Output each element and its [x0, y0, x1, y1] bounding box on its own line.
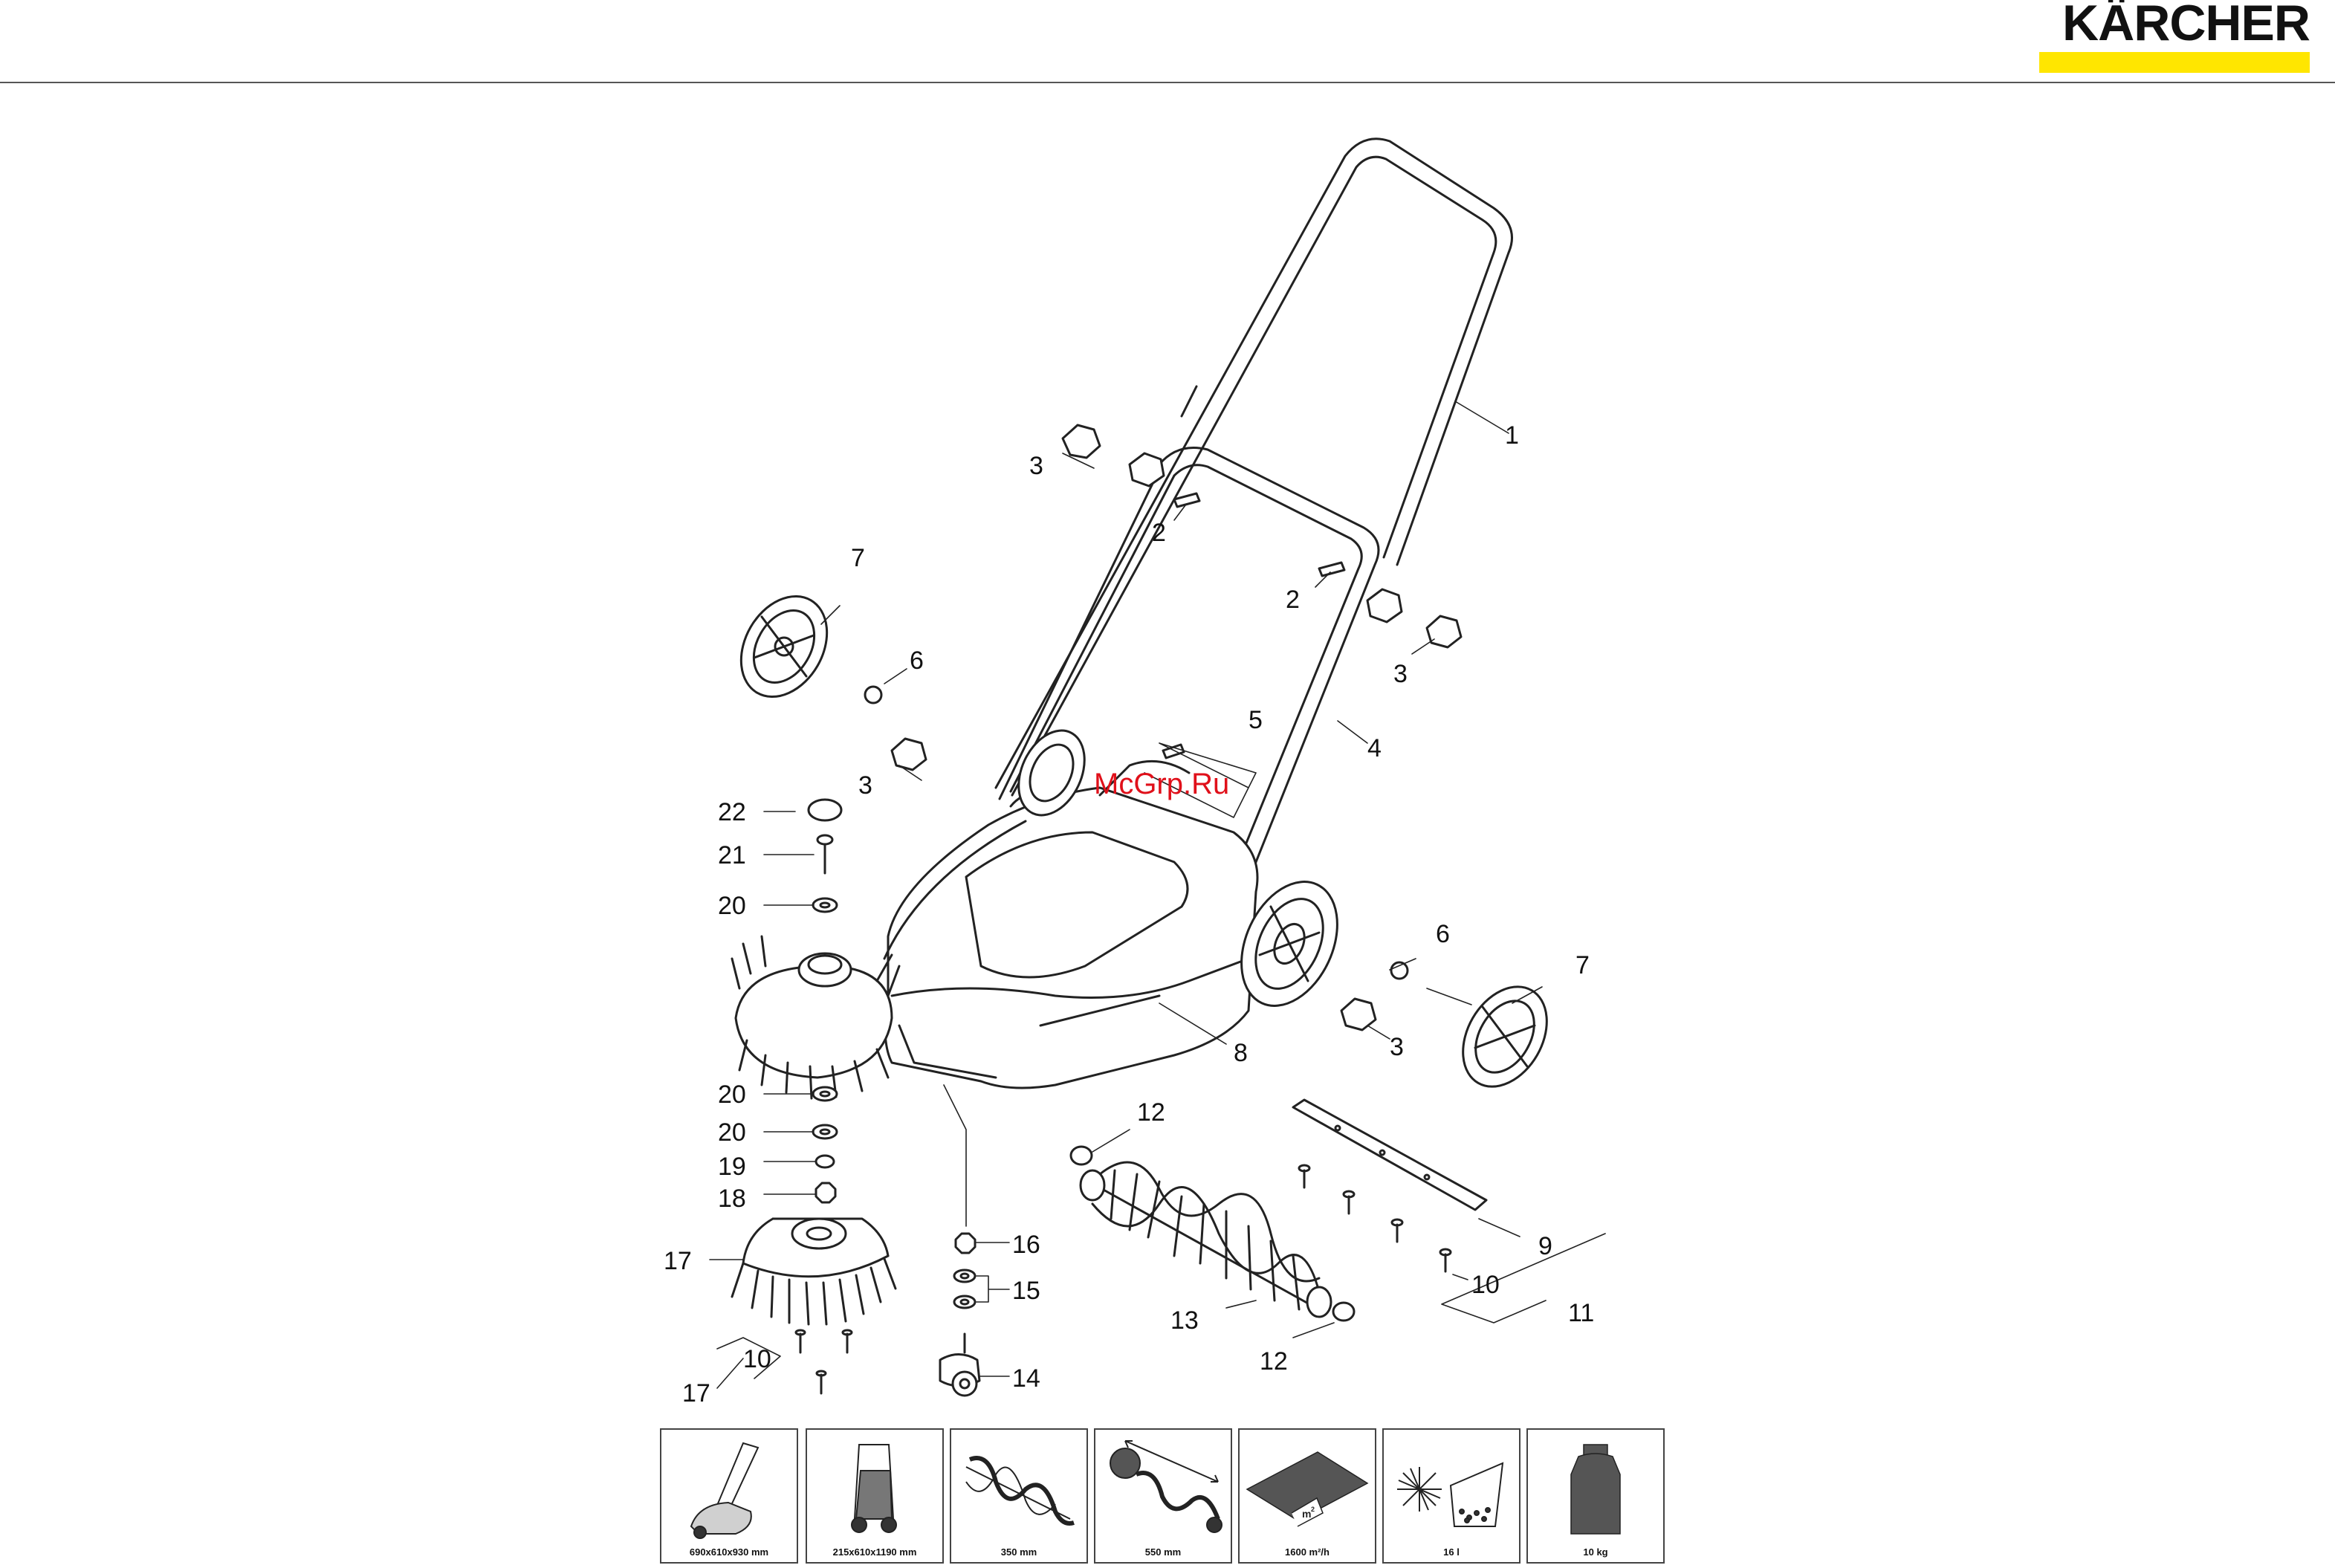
callout-6: 6 — [1436, 920, 1450, 948]
callout-7: 7 — [1575, 951, 1590, 979]
watermark: McGrp.Ru — [1094, 768, 1229, 800]
callout-20: 20 — [718, 892, 746, 920]
weight-icon — [1528, 1430, 1663, 1541]
roller-brush — [1081, 1162, 1331, 1317]
callout-4: 4 — [1367, 734, 1382, 762]
washer-icon — [1391, 962, 1408, 979]
callout-9: 9 — [1538, 1232, 1552, 1260]
svg-text:m: m — [1302, 1508, 1311, 1520]
sweeper-housing — [884, 761, 1257, 1088]
spec-sweeping-width: 550 mm — [1094, 1428, 1232, 1564]
spec-dimensions-working: 690x610x930 mm — [660, 1428, 798, 1564]
spec-label: 215x610x1190 mm — [807, 1546, 942, 1558]
callout-17: 17 — [664, 1247, 692, 1275]
washer-icon — [1071, 1147, 1092, 1164]
callout-6: 6 — [910, 647, 924, 675]
callout-2: 2 — [1152, 519, 1166, 547]
washer-icon — [1333, 1303, 1354, 1321]
spec-roller-length: 350 mm — [950, 1428, 1088, 1564]
spec-label: 690x610x930 mm — [661, 1546, 797, 1558]
callout-7: 7 — [851, 544, 865, 572]
caster-parts — [940, 1234, 979, 1396]
callout-22: 22 — [718, 798, 746, 826]
waste-container-icon — [1384, 1430, 1519, 1541]
spec-label: 10 kg — [1528, 1546, 1663, 1558]
spec-area-performance: m 2 1600 m²/h — [1238, 1428, 1376, 1564]
wheel-cap-right — [1446, 972, 1564, 1102]
callout-3: 3 — [1390, 1033, 1404, 1061]
callout-13: 13 — [1170, 1306, 1199, 1335]
sweeper-folded-icon — [807, 1430, 942, 1541]
spec-weight: 10 kg — [1526, 1428, 1665, 1564]
callout-3: 3 — [858, 771, 872, 800]
area-performance-icon: m 2 — [1240, 1430, 1375, 1541]
wheel-cap-left — [724, 581, 844, 713]
sealing-strip — [1293, 1100, 1486, 1210]
callout-3: 3 — [1393, 660, 1408, 688]
callout-18: 18 — [718, 1185, 746, 1213]
callout-10: 10 — [743, 1345, 771, 1373]
side-brush-mounted — [732, 936, 899, 1098]
side-brush — [732, 1219, 896, 1324]
callout-19: 19 — [718, 1153, 746, 1181]
callout-11: 11 — [1568, 1299, 1594, 1327]
spec-label: 350 mm — [951, 1546, 1086, 1558]
callout-17: 17 — [682, 1379, 710, 1407]
callout-20: 20 — [718, 1081, 746, 1109]
spec-label: 550 mm — [1095, 1546, 1231, 1558]
callout-21: 21 — [718, 841, 746, 869]
spec-label: 16 l — [1384, 1546, 1519, 1558]
handle — [996, 139, 1512, 795]
spec-waste-volume: 16 l — [1382, 1428, 1520, 1564]
callout-3: 3 — [1029, 452, 1043, 480]
washer-icon — [865, 687, 881, 703]
sweeping-width-icon — [1095, 1430, 1231, 1541]
exploded-parts-diagram: 1 2 2 3 3 3 3 4 5 6 6 7 7 8 9 10 10 11 1… — [0, 0, 2335, 1423]
callout-5: 5 — [1249, 706, 1263, 734]
roller-brush-icon — [951, 1430, 1086, 1541]
callout-10: 10 — [1471, 1271, 1500, 1299]
callout-8: 8 — [1234, 1039, 1248, 1067]
spec-dimensions-folded: 215x610x1190 mm — [806, 1428, 944, 1564]
svg-text:2: 2 — [1311, 1506, 1315, 1513]
callout-1: 1 — [1505, 421, 1519, 450]
callout-14: 14 — [1012, 1364, 1040, 1393]
spec-label: 1600 m²/h — [1240, 1546, 1375, 1558]
callout-2: 2 — [1286, 586, 1300, 614]
sweeper-working-icon — [661, 1430, 797, 1541]
callout-12: 12 — [1260, 1347, 1288, 1376]
callout-16: 16 — [1012, 1231, 1040, 1259]
callout-12: 12 — [1137, 1098, 1165, 1127]
callout-15: 15 — [1012, 1277, 1040, 1305]
callout-20: 20 — [718, 1118, 746, 1147]
screw-icons — [796, 1330, 852, 1393]
